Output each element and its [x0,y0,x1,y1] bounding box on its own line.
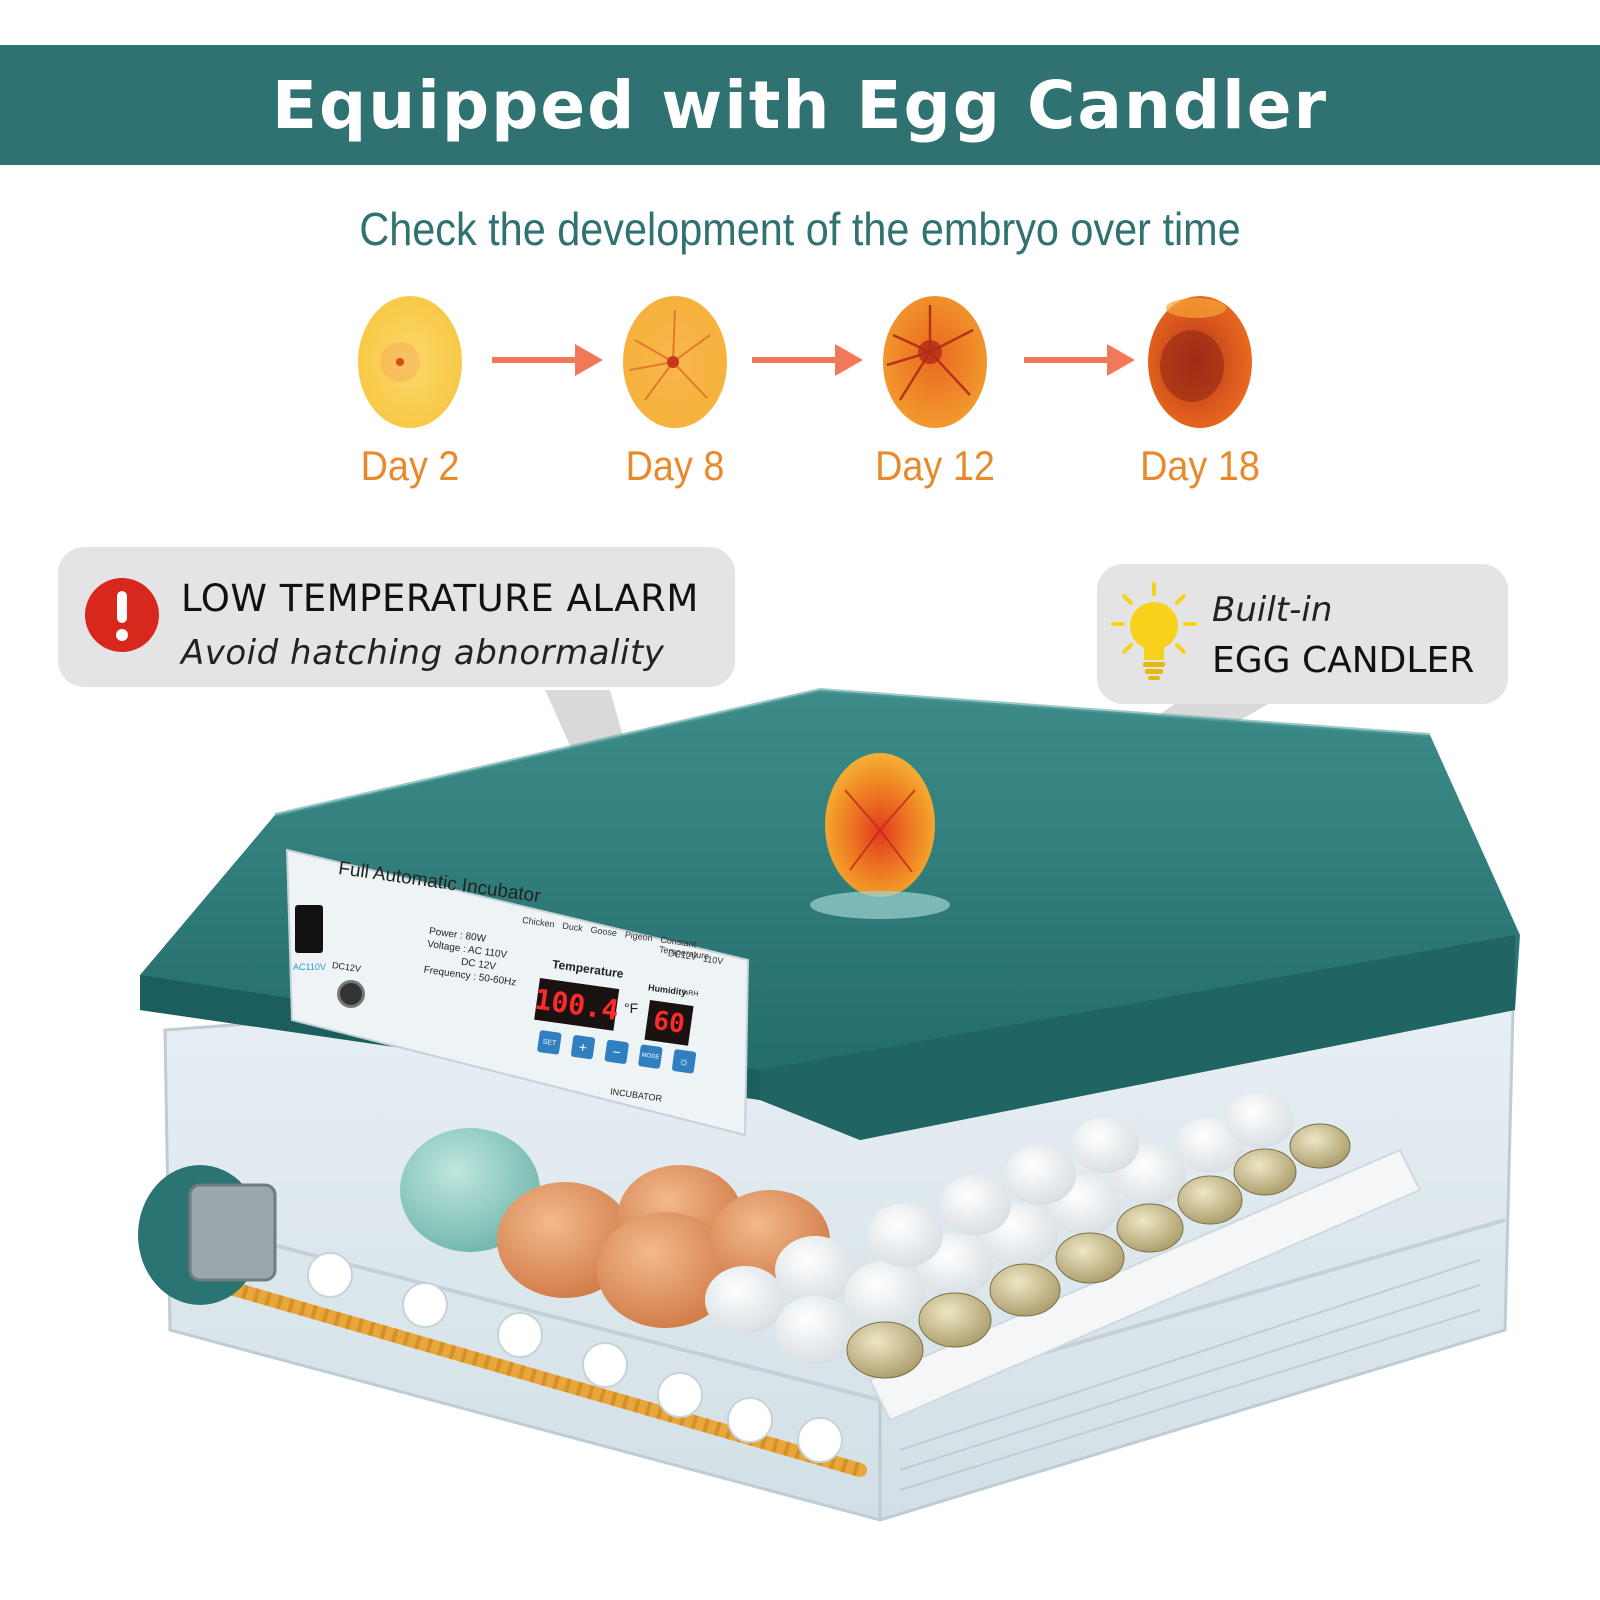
subtitle: Check the development of the embryo over… [359,203,1241,255]
arrow-right-icon [752,344,863,376]
temperature-value: 100.4 [532,982,621,1027]
egg-day-12-icon [883,296,987,428]
mode-goose: Goose [589,924,618,939]
egg-candler-callout: Built-in EGG CANDLER [1097,564,1508,704]
stage-day-8: Day 8 [575,290,775,490]
dc-port[interactable] [337,980,365,1008]
mode-chicken: Chicken [521,915,556,930]
candler-line2: EGG CANDLER [1212,640,1475,681]
mode-button[interactable]: MODE [637,1044,663,1070]
low-temperature-alarm-callout: LOW TEMPERATURE ALARM Avoid hatching abn… [58,547,735,687]
candle-light-button[interactable]: ☼ [671,1048,697,1074]
egg-day-2-icon [358,296,462,428]
power-switch[interactable] [295,905,323,953]
port-ac-label: AC110V [293,962,326,972]
set-button[interactable]: SET [536,1030,562,1055]
stage-day-2: Day 2 [310,290,510,490]
stage-day-12: Day 12 [835,290,1035,490]
alarm-subtitle: Avoid hatching abnormality [181,633,665,673]
arrow-right-icon [1024,344,1135,376]
banner-title: Equipped with Egg Candler [271,66,1329,144]
alarm-title: LOW TEMPERATURE ALARM [181,577,699,620]
lightbulb-icon [1111,582,1197,680]
candler-line1: Built-in [1212,590,1333,630]
stage-label: Day 12 [875,442,995,489]
egg-day-18-icon [1148,296,1252,428]
stage-label: Day 8 [625,442,725,489]
stage-label: Day 18 [1140,442,1260,489]
stage-day-18: Day 18 [1100,290,1300,490]
exclamation-icon [85,578,159,652]
humidity-value: 60 [651,1005,687,1040]
egg-day-8-icon [623,296,727,428]
stage-label: Day 2 [360,442,460,489]
header-banner: Equipped with Egg Candler [0,45,1600,165]
temperature-unit: °F [624,1000,639,1016]
plus-button[interactable]: + [570,1034,596,1060]
humidity-display: 60 [644,1000,694,1046]
embryo-stages: Day 2 Day 8 [0,290,1600,510]
mode-duck: Duck [561,920,584,934]
mode-pigeon: Pigeon [624,929,654,944]
minus-button[interactable]: − [604,1039,630,1065]
arrow-right-icon [492,344,603,376]
